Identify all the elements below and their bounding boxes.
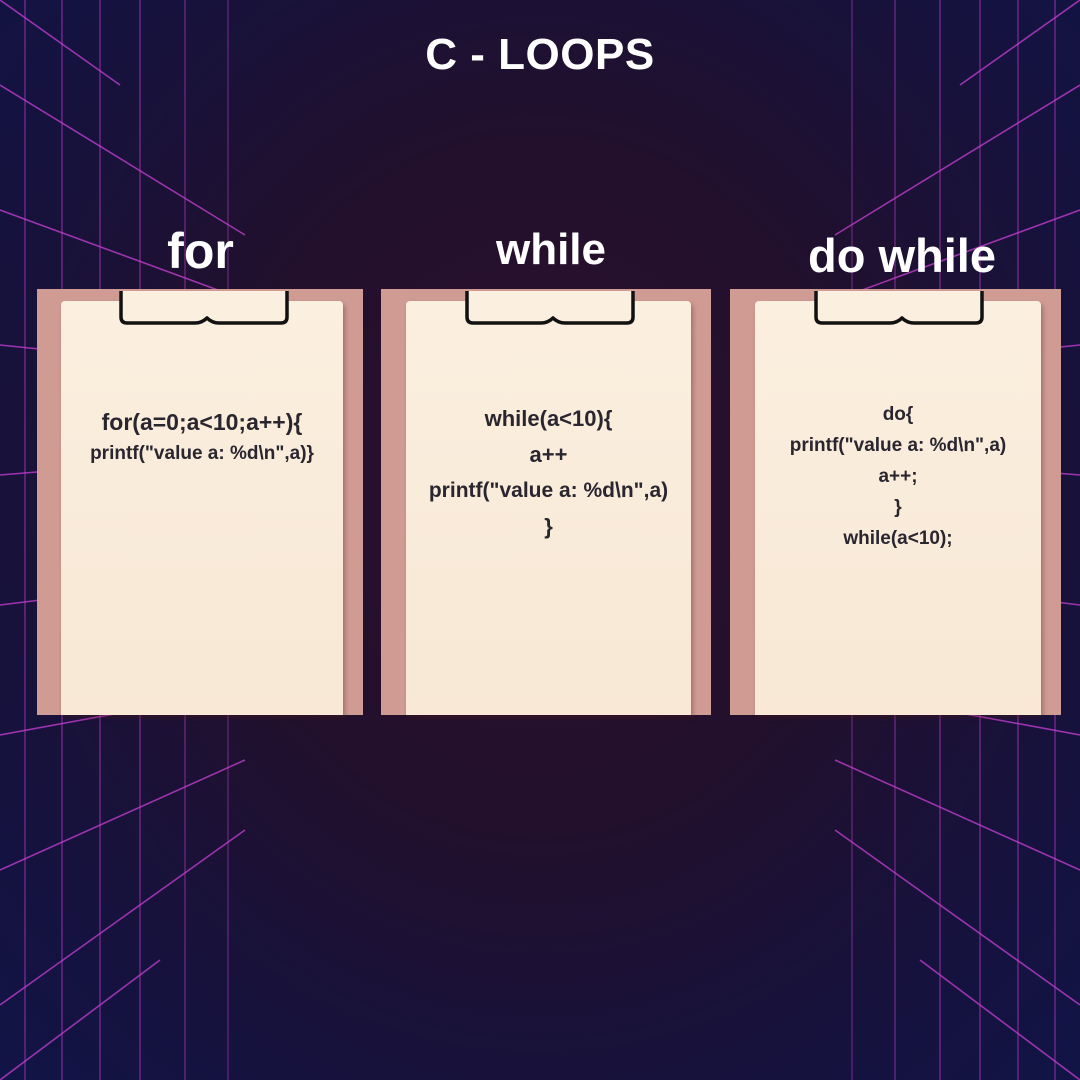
do-while-paper: do{ printf("value a: %d\n",a) a++; } whi… bbox=[755, 301, 1041, 715]
code-line: while(a<10){ bbox=[484, 406, 613, 431]
for-heading: for bbox=[167, 223, 234, 279]
code-line: while(a<10); bbox=[843, 528, 953, 549]
for-code: for(a=0;a<10;a++){ printf("value a: %d\n… bbox=[61, 406, 343, 470]
page-title: C - LOOPS bbox=[425, 30, 655, 79]
do-while-heading: do while bbox=[808, 229, 996, 282]
while-paper: while(a<10){ a++ printf("value a: %d\n",… bbox=[406, 301, 691, 715]
code-line: printf("value a: %d\n",a) bbox=[789, 435, 1007, 456]
while-heading: while bbox=[495, 225, 607, 274]
code-line: printf("value a: %d\n",a) bbox=[428, 479, 669, 502]
code-line: printf("value a: %d\n",a)} bbox=[90, 443, 314, 464]
while-clipboard: while(a<10){ a++ printf("value a: %d\n",… bbox=[381, 289, 711, 715]
code-line: a++ bbox=[529, 442, 568, 467]
code-line: for(a=0;a<10;a++){ bbox=[101, 409, 303, 435]
do-while-clipboard: do{ printf("value a: %d\n",a) a++; } whi… bbox=[730, 289, 1061, 715]
code-line: a++; bbox=[878, 466, 918, 487]
while-code: while(a<10){ a++ printf("value a: %d\n",… bbox=[406, 401, 691, 545]
do-while-code: do{ printf("value a: %d\n",a) a++; } whi… bbox=[755, 399, 1041, 554]
code-line: do{ bbox=[882, 404, 914, 425]
code-line: } bbox=[544, 514, 553, 539]
for-clipboard: for(a=0;a<10;a++){ printf("value a: %d\n… bbox=[37, 289, 363, 715]
clipboard-clip-icon bbox=[465, 291, 635, 325]
for-paper: for(a=0;a<10;a++){ printf("value a: %d\n… bbox=[61, 301, 343, 715]
clipboard-clip-icon bbox=[814, 291, 984, 325]
clipboard-clip-icon bbox=[119, 291, 289, 325]
code-line: } bbox=[894, 497, 902, 518]
